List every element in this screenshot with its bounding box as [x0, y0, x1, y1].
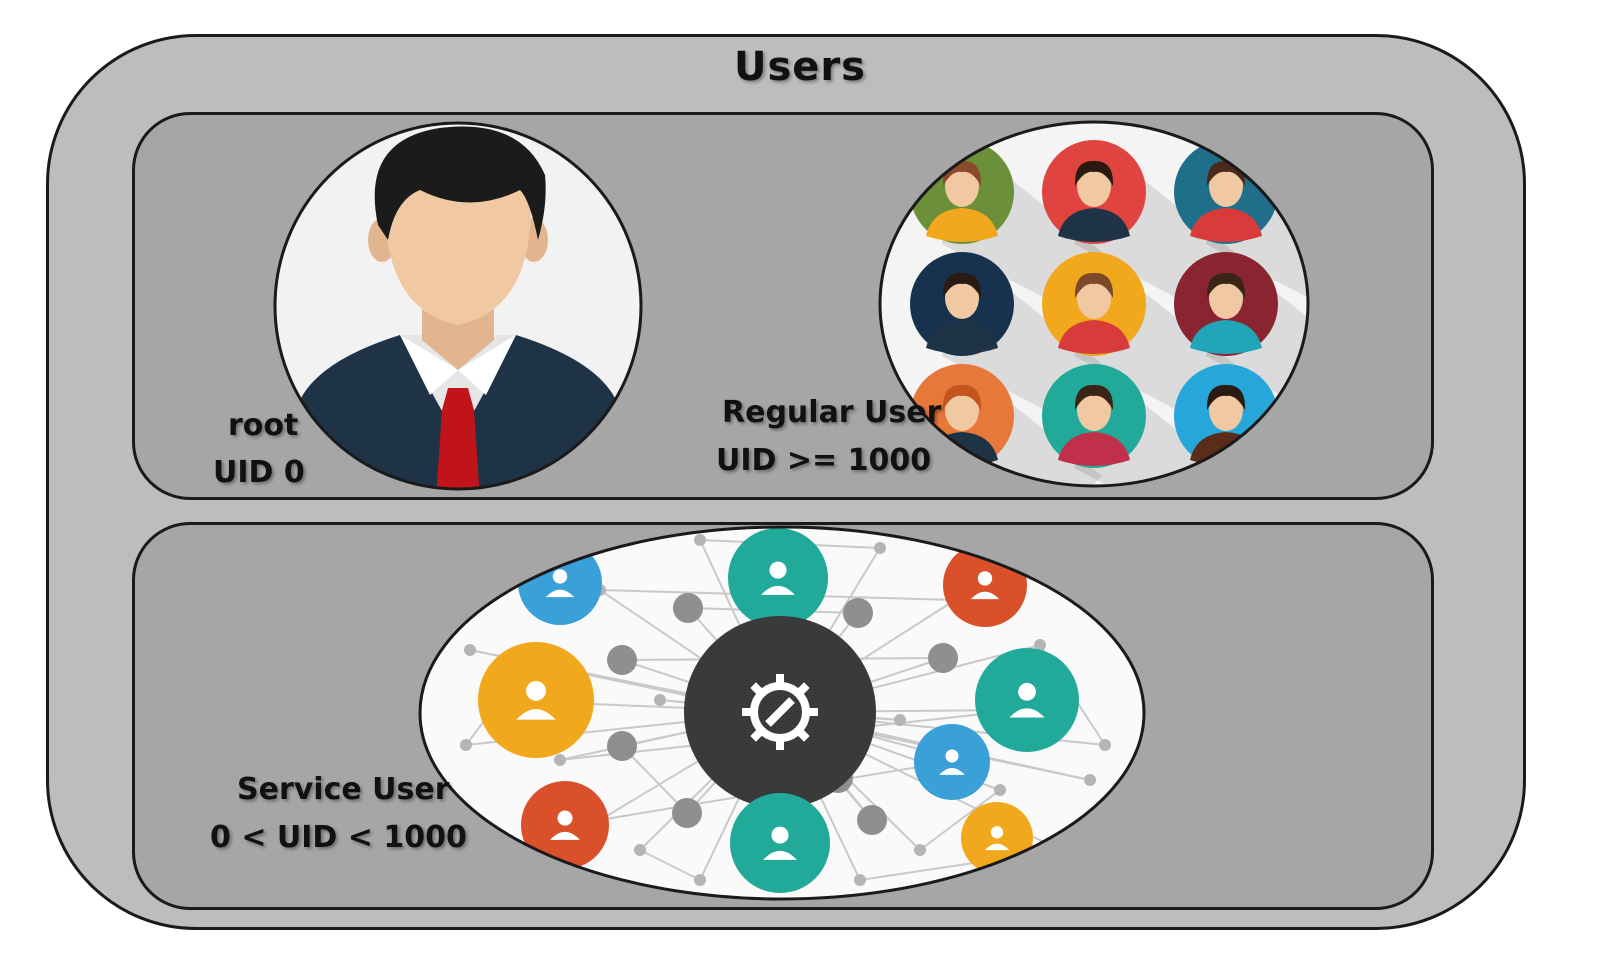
people-icon	[975, 648, 1079, 752]
bearded-man-avatar-icon	[1042, 140, 1234, 302]
root-uid-label: UID 0	[213, 455, 305, 490]
regular-user-label: Regular User	[722, 395, 942, 430]
users-title: Users	[734, 44, 866, 90]
lifebuoy-icon	[943, 543, 1027, 627]
book-icon	[730, 793, 830, 893]
idea-icon	[518, 541, 602, 625]
award-badge-icon	[521, 781, 609, 869]
root-label: root	[228, 408, 299, 443]
regular-users-avatars	[878, 120, 1310, 488]
service-uid-label: 0 < UID < 1000	[210, 820, 467, 855]
businessman-icon	[290, 126, 626, 489]
root-avatar	[273, 121, 643, 491]
service-user-label: Service User	[237, 772, 450, 807]
goatee-man-avatar-icon	[1174, 364, 1308, 486]
heart-hands-icon	[728, 528, 828, 628]
gear-wrench-icon	[684, 616, 876, 808]
support-agent-icon	[478, 642, 594, 758]
service-network	[418, 525, 1146, 901]
regular-uid-label: UID >= 1000	[716, 443, 932, 478]
exchange-icon	[914, 724, 990, 800]
